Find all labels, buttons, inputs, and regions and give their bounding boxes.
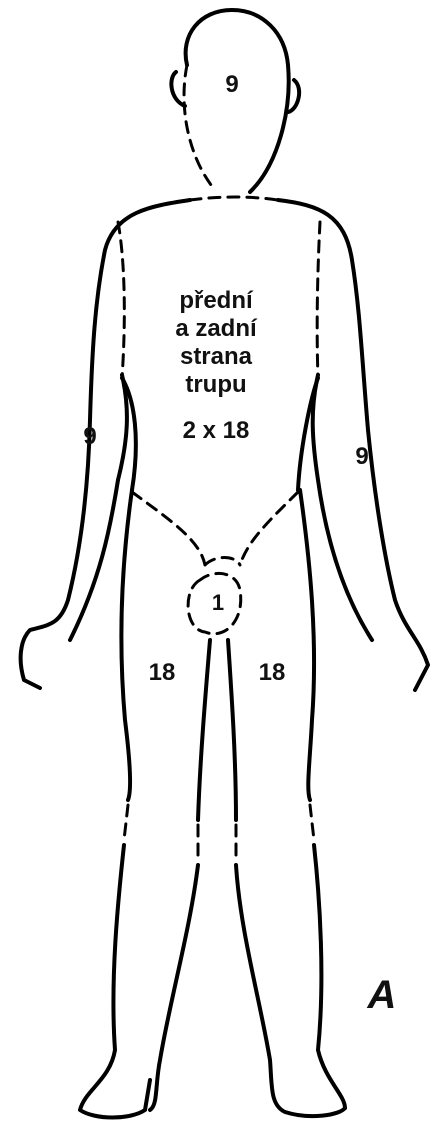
torso-label-line2: a zadní bbox=[175, 315, 258, 342]
torso-label-line3: strana bbox=[180, 343, 253, 370]
right-leg-label: 18 bbox=[259, 659, 286, 686]
neck-boundary bbox=[190, 197, 278, 200]
torso-label-line4: trupu bbox=[185, 371, 246, 398]
left-arm-boundary bbox=[118, 222, 124, 378]
head-label: 9 bbox=[225, 71, 238, 98]
genital-label: 1 bbox=[212, 590, 224, 615]
groin-boundary bbox=[132, 492, 298, 565]
left-arm-label: 9 bbox=[83, 423, 96, 450]
left-leg-label: 18 bbox=[149, 659, 176, 686]
right-arm-label: 9 bbox=[355, 443, 368, 470]
head-outline bbox=[171, 10, 299, 192]
torso-label-value: 2 x 18 bbox=[183, 417, 250, 444]
legs-outline bbox=[80, 490, 345, 1118]
right-arm-boundary bbox=[317, 222, 320, 378]
figure-letter: A bbox=[367, 973, 397, 1017]
torso-label-line1: přední bbox=[179, 287, 254, 314]
